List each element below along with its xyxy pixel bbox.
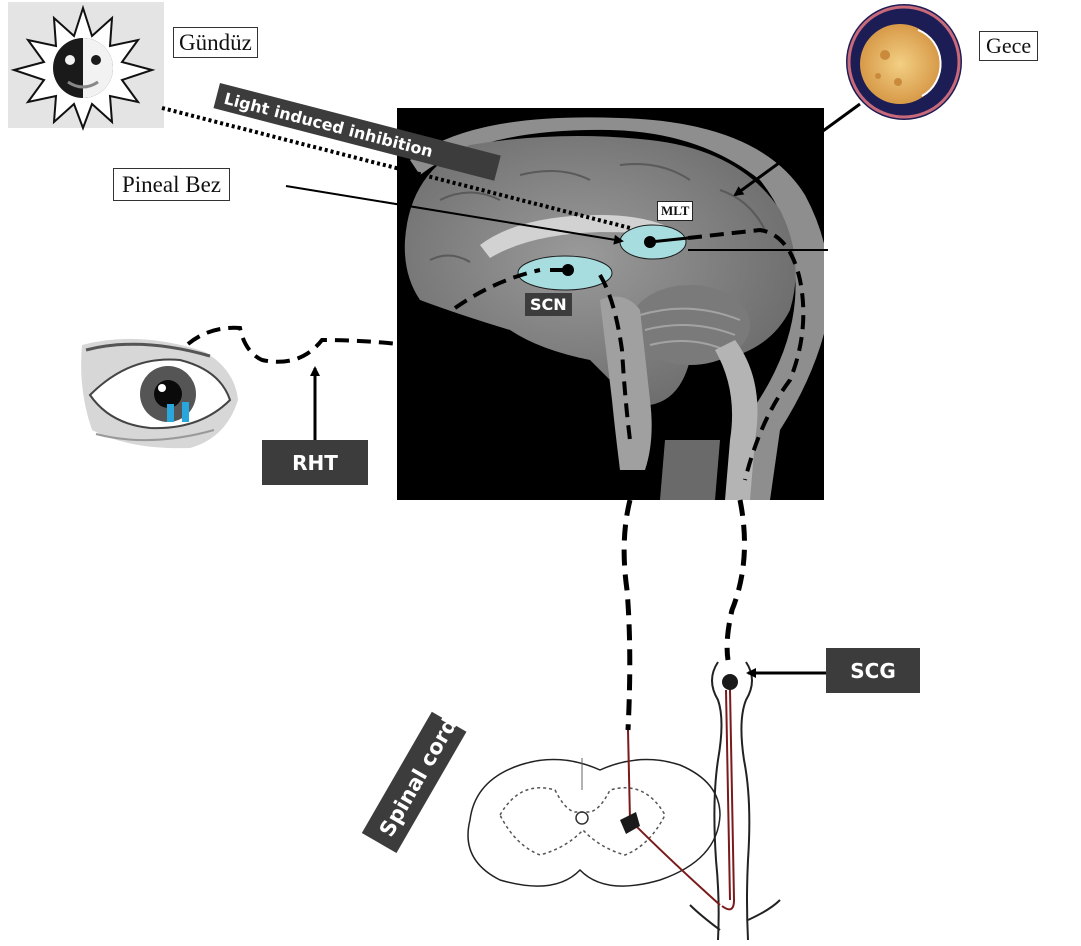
moon-icon bbox=[846, 4, 962, 120]
scn-label: SCN bbox=[525, 293, 572, 316]
day-label: Gündüz bbox=[173, 27, 258, 58]
pineal-gland-label: Pineal Bez bbox=[113, 168, 230, 201]
sun-icon bbox=[8, 2, 164, 128]
rht-label: RHT bbox=[262, 440, 368, 485]
spinal-cord-label-group: Spinal cord bbox=[362, 709, 468, 853]
spinal-cord-section bbox=[468, 758, 720, 886]
spinal-cord-label: Spinal cord bbox=[375, 713, 462, 840]
scg-label: SCG bbox=[826, 648, 920, 693]
night-label: Gece bbox=[979, 31, 1038, 61]
eye-icon bbox=[81, 339, 238, 448]
retinohypothalamic-path bbox=[188, 328, 398, 362]
melatonin-label: MLT bbox=[657, 201, 693, 221]
